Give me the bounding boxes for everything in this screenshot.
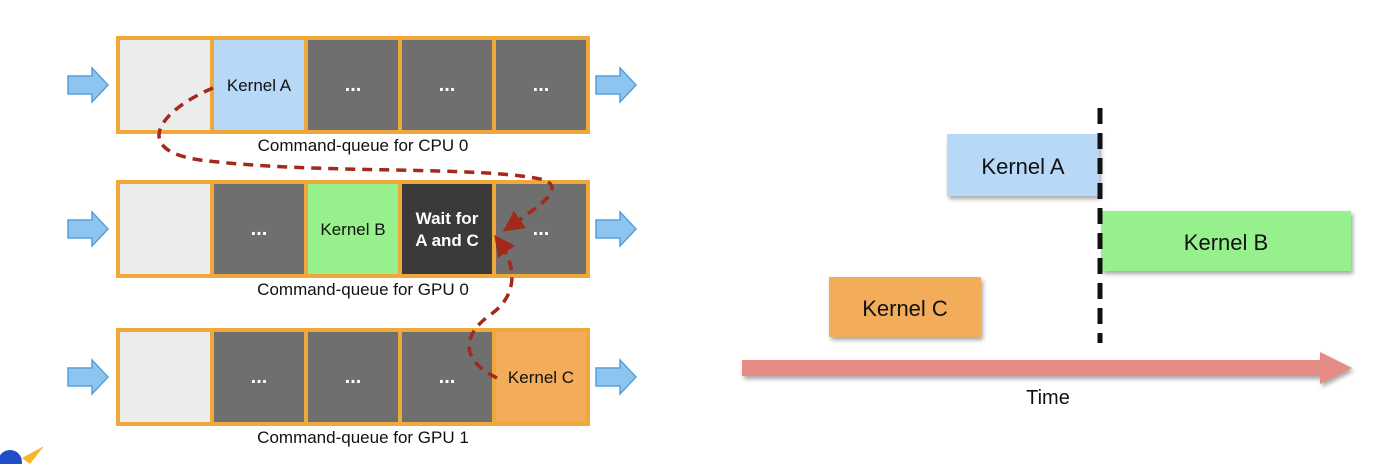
logo-mark	[0, 446, 44, 464]
queue-slot-text: Kernel C	[508, 368, 574, 387]
queue-slot-text: ...	[251, 366, 268, 388]
queue-slot-text: ...	[439, 366, 456, 388]
queue-slot-text: ...	[533, 74, 550, 96]
command-queues: Kernel A......... Command-queue for CPU 0…	[67, 36, 638, 447]
dependency-arrows	[157, 86, 554, 380]
dependency-arrow-a-to-wait	[157, 86, 554, 232]
queue-label: Command-queue for GPU 1	[257, 428, 469, 447]
queue-slot-empty	[116, 180, 214, 278]
command-queue-row: ......... Kernel C Command-queue for GPU 1	[67, 328, 638, 447]
queue-input-arrow-icon	[67, 66, 110, 104]
queue-slot-text: A and C	[415, 231, 479, 250]
queue-slot-text: ...	[439, 74, 456, 96]
queue-slot-text: Wait for	[416, 209, 479, 228]
command-queue-row: Kernel A......... Command-queue for CPU 0	[67, 36, 638, 155]
queue-slot-busy: ...	[398, 36, 496, 134]
timeline-kernel-c-block: Kernel C	[829, 277, 981, 337]
timeline-kernel-c-label: Kernel C	[862, 296, 948, 321]
queue-slot-wait: Wait for A and C	[398, 180, 496, 278]
queue-label: Command-queue for CPU 0	[258, 136, 469, 155]
queue-slot-busy: ...	[398, 328, 496, 426]
queue-slot-kernel-b: Kernel B	[304, 180, 402, 278]
queue-slot-busy: ...	[492, 36, 590, 134]
queue-slot-text: ...	[251, 218, 268, 240]
timeline-kernel-a-label: Kernel A	[981, 154, 1064, 179]
dependency-arrow-c-to-wait	[467, 234, 516, 380]
queue-slot-busy: ...	[304, 36, 402, 134]
timeline-kernel-b-block: Kernel B	[1101, 211, 1351, 271]
time-axis-arrow	[742, 352, 1352, 384]
queue-output-arrow-icon	[595, 358, 638, 396]
queue-slot-empty	[116, 328, 214, 426]
timeline-kernel-b-label: Kernel B	[1184, 230, 1268, 255]
queue-slot-text: Kernel B	[320, 220, 385, 239]
queue-label: Command-queue for GPU 0	[257, 280, 469, 299]
queue-slot-busy: ...	[210, 180, 308, 278]
queue-slot-kernel-c: Kernel C	[492, 328, 590, 426]
queue-slot-text: ...	[345, 366, 362, 388]
queue-slot-kernel-a: Kernel A	[210, 36, 308, 134]
timeline: Kernel A Kernel B Kernel C Time	[742, 108, 1352, 409]
queue-output-arrow-icon	[595, 66, 638, 104]
timeline-kernel-a-block: Kernel A	[947, 134, 1099, 196]
queue-slot-text: ...	[533, 218, 550, 240]
queue-output-arrow-icon	[595, 210, 638, 248]
command-queue-row: ... Kernel B Wait for A and C... Command-que…	[67, 180, 638, 299]
queue-slot-text: ...	[345, 74, 362, 96]
queue-input-arrow-icon	[67, 358, 110, 396]
queue-slot-busy: ...	[210, 328, 308, 426]
queue-slot-busy: ...	[304, 328, 402, 426]
time-axis-label: Time	[1026, 387, 1070, 409]
queue-slot-empty	[116, 36, 214, 134]
queue-slot-text: Kernel A	[227, 76, 292, 95]
queue-input-arrow-icon	[67, 210, 110, 248]
